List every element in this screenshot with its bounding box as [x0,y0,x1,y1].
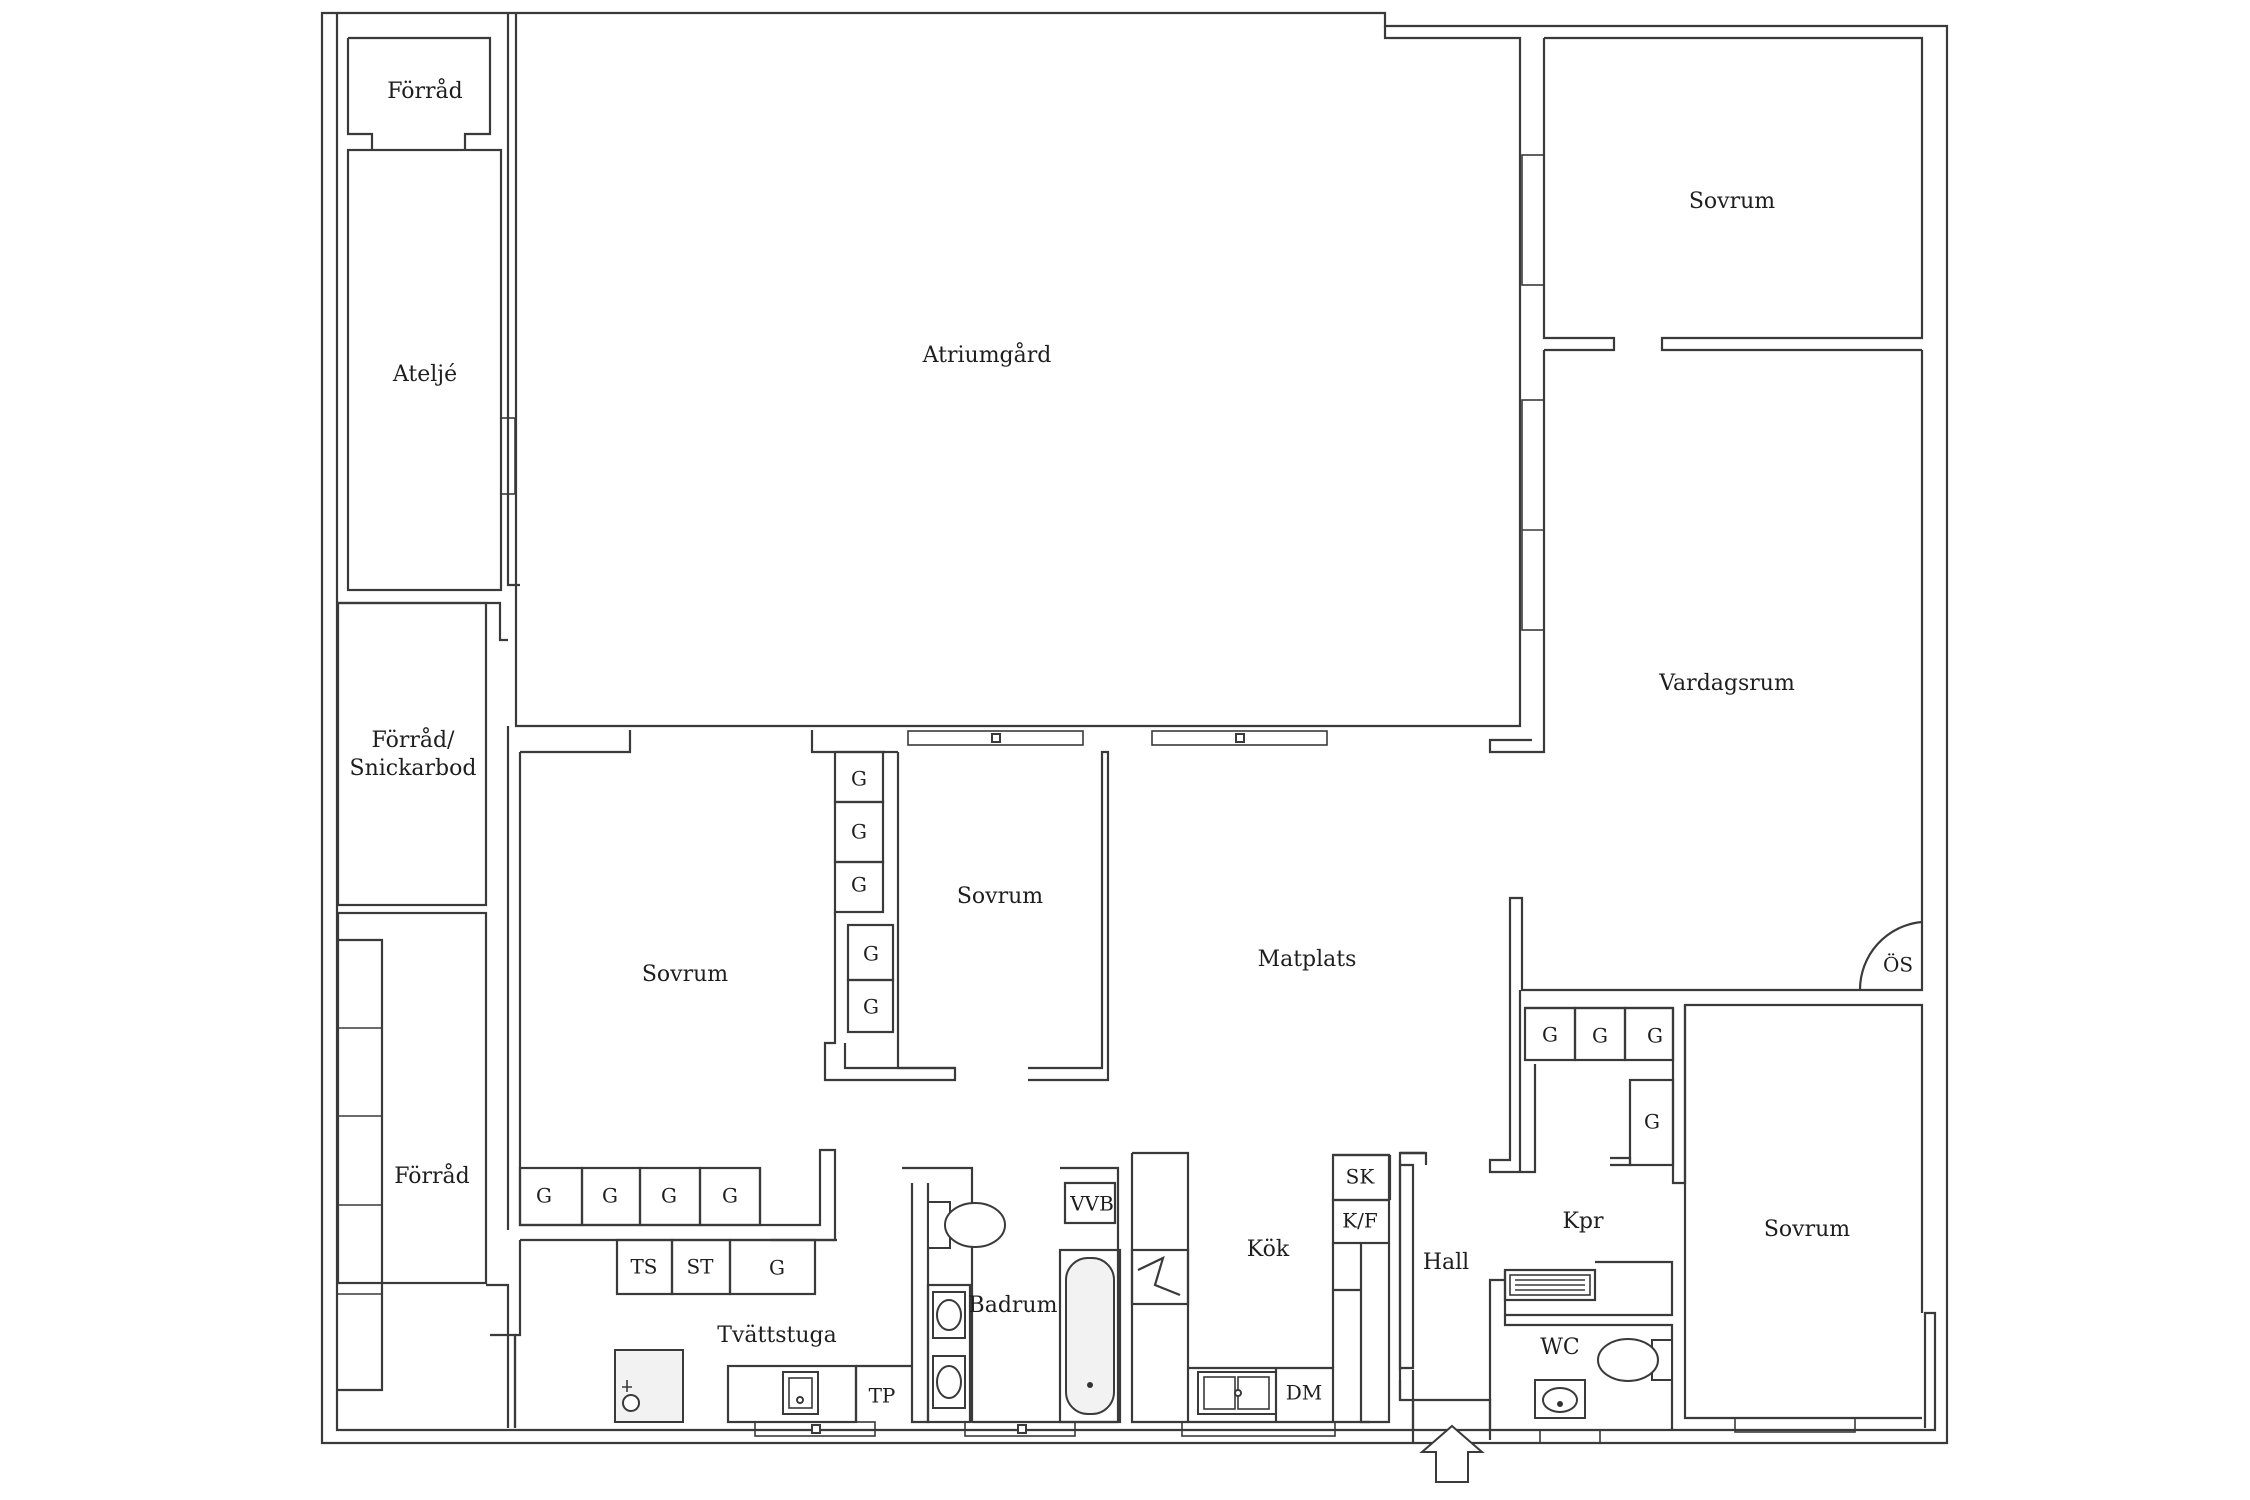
wardrobe-label: G [1592,1024,1608,1048]
badrum [902,1166,1122,1437]
tvattstuga [513,1183,930,1437]
wardrobe-label: G [1542,1023,1558,1047]
room-label-forrad-top: Förråd [387,77,463,104]
tvattpelare-label: TP [869,1384,896,1408]
torktumlare-label: TS [630,1255,657,1279]
room-label-forrad-bottom: Förråd [394,1162,470,1189]
varmvattenberedare-label: VVB [1069,1192,1114,1216]
room-label-forrad-snickarbod-2: Snickarbod [350,756,477,781]
hall-kpr-wc [1398,990,1924,1483]
wardrobe-label: G [851,767,867,791]
room-label-sovrum-west: Sovrum [642,962,728,987]
room-label-atriumgard: Atriumgård [922,341,1052,368]
room-label-badrum: Badrum [969,1293,1058,1318]
kyl-frys-label: K/F [1342,1209,1378,1233]
stadskap-label: SK [1346,1165,1376,1189]
wardrobe-label: G [1647,1024,1663,1048]
room-label-kpr: Kpr [1562,1209,1604,1234]
room-label-hall: Hall [1423,1250,1469,1275]
room-label-kok: Kök [1247,1237,1290,1262]
wardrobe-label: G [863,995,879,1019]
wardrobe-label: G [851,873,867,897]
room-label-sovrum-ne: Sovrum [1689,189,1775,214]
outer-walls [320,11,1949,1445]
wardrobe-label: G [536,1184,552,1208]
oppen-spis-label: ÖS [1883,952,1913,977]
kok [1130,1151,1392,1437]
room-label-tvattstuga: Tvättstuga [717,1323,836,1348]
room-label-sovrum-se: Sovrum [1764,1217,1850,1242]
wardrobe-label: G [1644,1110,1660,1134]
diskmaskin-label: DM [1286,1381,1323,1405]
atrium [506,13,1545,1230]
torkskap-label: ST [686,1255,714,1279]
wardrobe-label: G [602,1184,618,1208]
room-label-vardagsrum: Vardagsrum [1658,671,1795,696]
east-rooms [1488,36,1924,1174]
west-rooms [336,36,517,1428]
wardrobe-label: G [851,820,867,844]
wardrobe-label: G [722,1184,738,1208]
room-label-sovrum-mid: Sovrum [957,884,1043,909]
wardrobe-label: G [661,1184,677,1208]
room-label-matplats: Matplats [1258,947,1357,972]
room-label-forrad-snickarbod-1: Förråd/ [372,726,456,753]
sovrum-west [515,730,1110,1337]
wardrobe-label: G [769,1256,785,1280]
wardrobe-label: G [863,942,879,966]
room-label-wc: WC [1540,1335,1579,1360]
room-label-atelje: Ateljé [392,362,457,387]
